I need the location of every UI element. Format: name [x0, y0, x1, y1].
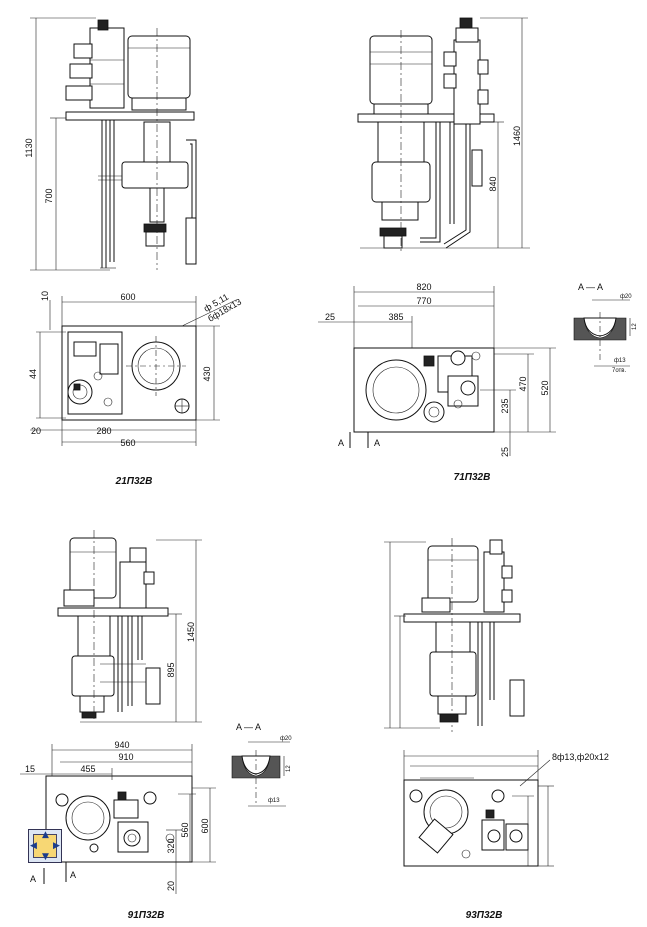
section-aa-91: A — A ф20 12 ф13 — [231, 722, 292, 807]
section-title-71: A — A — [578, 282, 603, 292]
dim-20: 20 — [31, 426, 41, 436]
dims-front-91: 1450 895 — [80, 539, 202, 723]
caption-91p32v: 91П32В — [128, 910, 165, 921]
dim-560: 560 — [120, 438, 135, 448]
front-view-91 — [57, 530, 169, 722]
dim-700: 700 — [44, 188, 54, 203]
dim-520: 520 — [540, 380, 550, 395]
arrow-up-icon: ▲ — [42, 830, 49, 840]
panel-93p32v: 8ф13,ф20х12 93П32В — [384, 538, 609, 921]
dim-280: 280 — [96, 426, 111, 436]
section-mark-a-left-91: A — [30, 874, 36, 884]
section-holes-71: 7отв. — [612, 368, 626, 374]
front-view-93 — [403, 538, 525, 732]
plan-view-93 — [403, 779, 539, 867]
section-d20-71: ф20 — [620, 294, 632, 300]
section-d13-91: ф13 — [268, 798, 280, 804]
front-view-71 — [357, 17, 530, 252]
dim-940: 940 — [114, 740, 129, 750]
dim-455: 455 — [80, 764, 95, 774]
dim-430: 430 — [202, 366, 212, 381]
section-aa-71: A — A ф20 12 ф13 7отв. — [573, 282, 638, 374]
caption-71p32v: 71П32В — [454, 472, 491, 483]
dim-15: 15 — [25, 764, 35, 774]
arrow-right-icon: ▶ — [53, 841, 60, 851]
move-arrows-icon[interactable]: ▲ ▼ ◀ ▶ — [28, 829, 62, 863]
dim-600: 600 — [120, 292, 135, 302]
dim-235: 235 — [500, 398, 510, 413]
section-depth12-71: 12 — [632, 323, 638, 330]
dim-385: 385 — [388, 312, 403, 322]
panel-91p32v: 1450 895 940 910 15 455 — [20, 530, 292, 921]
front-view-21 — [65, 19, 197, 270]
dim-1460: 1460 — [512, 126, 522, 146]
section-d13-71: ф13 — [614, 358, 626, 364]
section-mark-a-right: A — [374, 438, 380, 448]
dim-770: 770 — [416, 296, 431, 306]
dims-front-71: 1460 840 — [480, 17, 528, 248]
section-depth12-91: 12 — [286, 765, 292, 772]
dim-1450: 1450 — [186, 622, 196, 642]
caption-21p32v: 21П32В — [115, 476, 153, 487]
dim-20-bottom: 20 — [166, 881, 176, 891]
dim-holes-93: 8ф13,ф20х12 — [552, 752, 609, 762]
dim-470: 470 — [518, 376, 528, 391]
dim-10: 10 — [40, 291, 50, 301]
dim-840: 840 — [488, 176, 498, 191]
dim-560: 560 — [180, 822, 190, 837]
section-title-91: A — A — [236, 722, 261, 732]
move-arrows-icon-center — [33, 834, 57, 858]
plan-view-91 — [45, 775, 193, 863]
arrow-down-icon: ▼ — [42, 852, 49, 862]
section-mark-a-right-91: A — [70, 870, 76, 880]
section-d20-91: ф20 — [280, 736, 292, 742]
plan-view-71 — [353, 347, 495, 433]
dim-910: 910 — [118, 752, 133, 762]
dims-plan-91: 940 910 15 455 560 600 320 20 A A — [20, 740, 216, 894]
dim-320: 320 — [166, 838, 176, 853]
dim-44: 44 — [28, 369, 38, 379]
dim-895: 895 — [166, 662, 176, 677]
plan-view-21 — [61, 325, 197, 421]
panel-21p32v: 1130 700 600 10 — [24, 17, 243, 487]
dims-plan-71: 820 770 25 385 470 520 235 25 A A — [318, 282, 556, 457]
section-mark-a-left: A — [338, 438, 344, 448]
dims-front-93 — [384, 541, 440, 729]
dims-plan-93: 8ф13,ф20х12 — [403, 750, 609, 867]
arrow-left-icon: ◀ — [30, 841, 37, 851]
dim-1130: 1130 — [24, 138, 34, 157]
dim-25-bottom: 25 — [500, 447, 510, 457]
dim-600: 600 — [200, 818, 210, 833]
caption-93p32v: 93П32В — [466, 910, 503, 921]
dims-front-21: 1130 700 — [24, 17, 110, 271]
dim-25-left: 25 — [325, 312, 335, 322]
panel-71p32v: 1460 840 820 770 25 385 — [318, 17, 638, 483]
dim-820: 820 — [416, 282, 431, 292]
